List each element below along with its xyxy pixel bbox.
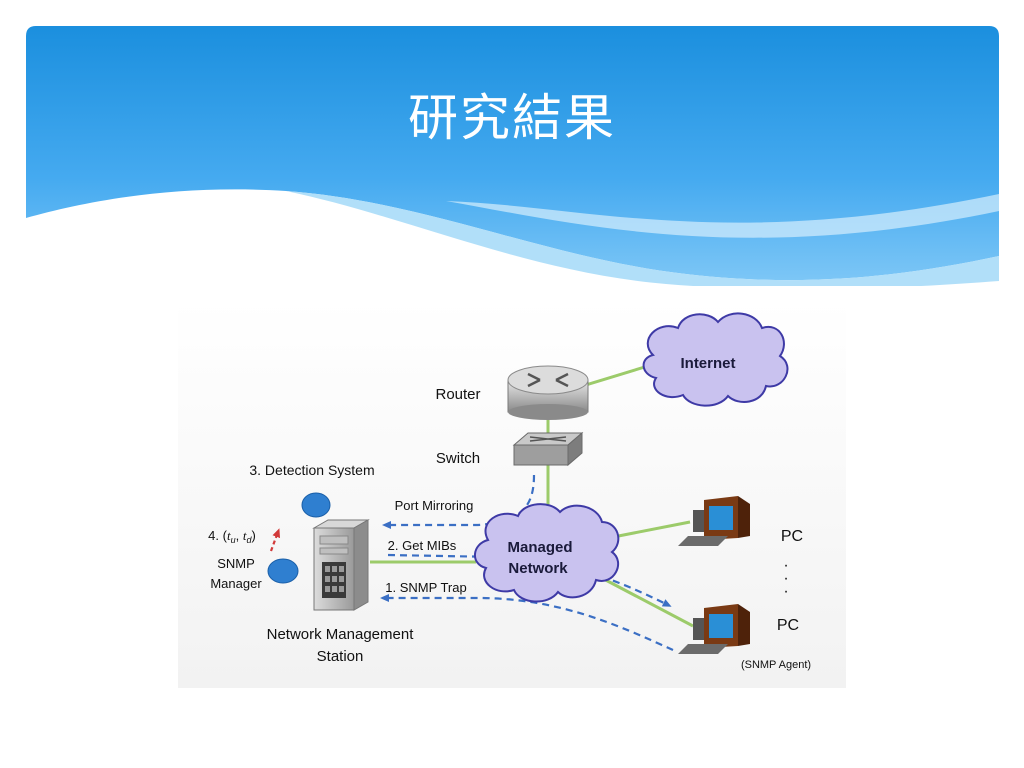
step4-label: 4. (tu, td) [208, 528, 256, 545]
snmp-trap-label: 1. SNMP Trap [385, 580, 466, 595]
pc-bottom-icon [678, 604, 750, 654]
internet-cloud [642, 312, 789, 407]
nms-label-1: Network Management [267, 626, 415, 643]
switch-icon [512, 431, 584, 467]
slide-title: 研究結果 [408, 89, 616, 147]
router-label: Router [435, 386, 480, 403]
detection-system-label: 3. Detection System [249, 462, 374, 478]
snmp-manager-oval [267, 558, 299, 584]
switch-label: Switch [436, 450, 480, 467]
managed-network-label-1: Managed [507, 539, 572, 556]
snmp-agent-label: (SNMP Agent) [741, 659, 811, 671]
snmp-trap-arrow [380, 594, 674, 652]
network-diagram: Internet Router Switch Managed Network [178, 300, 846, 688]
svg-text:·: · [783, 570, 788, 587]
pc-top-icon [678, 496, 750, 546]
server-tower-icon [312, 519, 370, 611]
managed-network-label-2: Network [508, 560, 568, 577]
pc-bottom-label: PC [777, 617, 799, 634]
get-mibs-label: 2. Get MIBs [388, 538, 457, 553]
nms-label-2: Station [317, 648, 364, 665]
snmp-manager-label-1: SNMP [217, 556, 255, 571]
header-banner [26, 26, 999, 286]
managed-network-cloud [474, 503, 620, 603]
router-icon [507, 365, 589, 420]
ellipsis-dots: · [783, 557, 788, 574]
pc-top-label: PC [781, 528, 803, 545]
step4-arrow [269, 528, 281, 552]
snmp-manager-label-2: Manager [210, 576, 262, 591]
internet-label: Internet [680, 355, 735, 372]
svg-text:·: · [783, 583, 788, 600]
port-mirroring-label: Port Mirroring [395, 498, 474, 513]
detection-system-oval [301, 492, 331, 518]
